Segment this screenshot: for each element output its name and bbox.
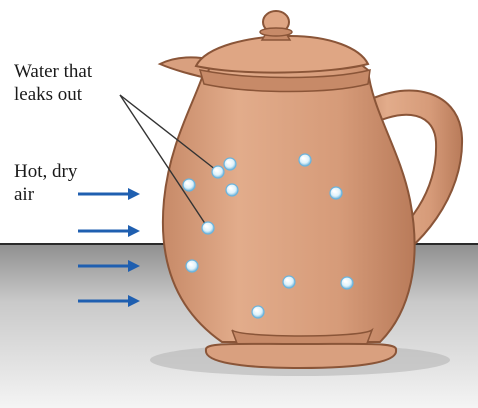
label-hot-dry-air-line1: Hot, dry bbox=[14, 160, 77, 183]
water-droplet bbox=[252, 306, 264, 318]
water-droplet bbox=[202, 222, 214, 234]
air-arrow-head bbox=[128, 225, 140, 237]
water-droplet-highlight bbox=[254, 308, 257, 311]
water-droplet bbox=[226, 184, 238, 196]
air-arrow-head bbox=[128, 188, 140, 200]
pitcher-body bbox=[163, 51, 415, 342]
water-droplet-highlight bbox=[214, 168, 217, 171]
water-droplet bbox=[186, 260, 198, 272]
pitcher-foot bbox=[206, 344, 396, 368]
water-droplet bbox=[299, 154, 311, 166]
water-droplet bbox=[183, 179, 195, 191]
water-droplet bbox=[212, 166, 224, 178]
water-droplet-highlight bbox=[228, 186, 231, 189]
water-droplet bbox=[224, 158, 236, 170]
water-droplet-highlight bbox=[343, 279, 346, 282]
water-droplet bbox=[330, 187, 342, 199]
water-droplet bbox=[283, 276, 295, 288]
water-droplet-highlight bbox=[332, 189, 335, 192]
water-droplet-highlight bbox=[188, 262, 191, 265]
pitcher-lid bbox=[196, 36, 368, 73]
water-droplet-highlight bbox=[204, 224, 207, 227]
label-water-leaks-line1: Water that bbox=[14, 60, 92, 83]
label-water-leaks: Water that leaks out bbox=[14, 60, 92, 106]
water-droplet-highlight bbox=[301, 156, 304, 159]
label-hot-dry-air: Hot, dry air bbox=[14, 160, 77, 206]
water-droplet-highlight bbox=[226, 160, 229, 163]
lid-knob-base bbox=[260, 28, 292, 36]
label-hot-dry-air-line2: air bbox=[14, 183, 77, 206]
water-droplet-highlight bbox=[285, 278, 288, 281]
label-water-leaks-line2: leaks out bbox=[14, 83, 92, 106]
water-droplet-highlight bbox=[185, 181, 188, 184]
water-droplet bbox=[341, 277, 353, 289]
